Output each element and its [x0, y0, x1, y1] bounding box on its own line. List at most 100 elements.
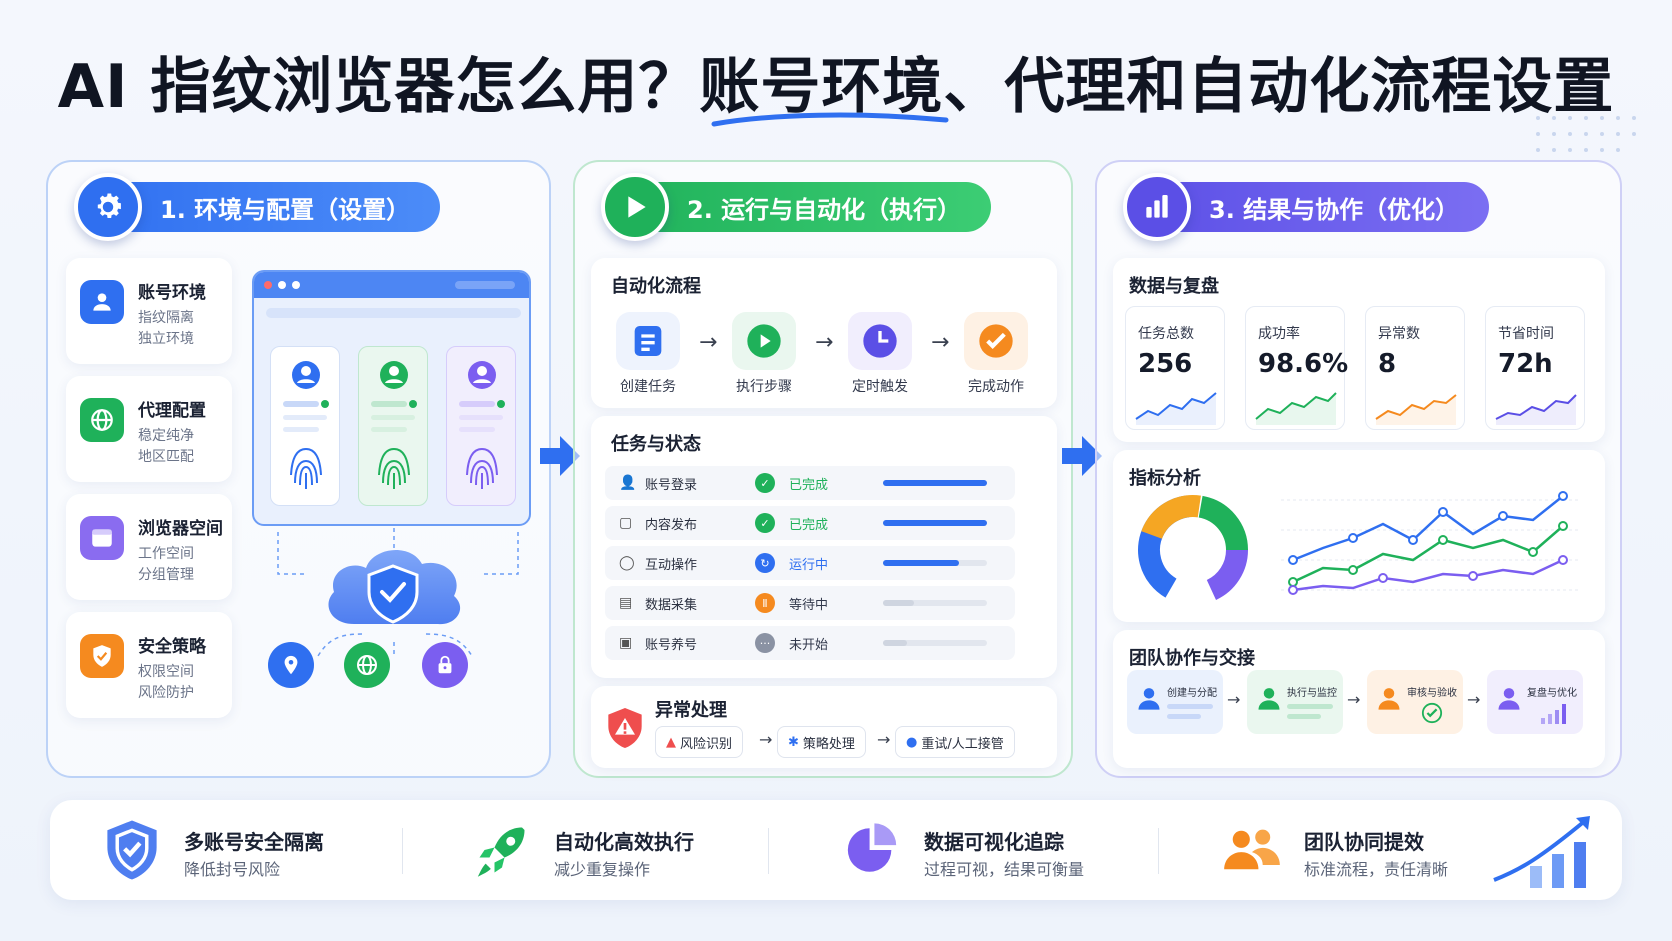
task-row[interactable]: ◯ 互动操作 ↻ 运行中 — [605, 546, 1015, 580]
exception-step-risk[interactable]: ▲ 风险识别 — [655, 726, 744, 758]
progress-bar — [883, 640, 987, 646]
team-card: 团队协作与交接 创建与分配 → 执行与监控 → 审核与验收 → 复盘与优化 — [1113, 630, 1605, 768]
team-step-assign[interactable]: 创建与分配 — [1127, 670, 1223, 734]
user-icon: 👤 — [619, 475, 637, 491]
feature-sub: 权限空间风险防护 — [138, 664, 194, 701]
panel-setup-header: 1. 环境与配置（设置） — [74, 173, 441, 241]
feature-sub: 指纹隔离独立环境 — [138, 310, 194, 347]
review-title: 数据与复盘 — [1129, 276, 1219, 297]
warning-icon: ▲ — [666, 734, 676, 750]
analysis-title: 指标分析 — [1129, 468, 1201, 489]
arrow-right-icon: → — [1227, 690, 1241, 709]
title-underline — [711, 112, 949, 127]
arrow-right-icon: → — [1347, 690, 1361, 709]
gear-icon: ✱ — [788, 734, 799, 750]
stat-exceptions: 异常数 8 — [1365, 306, 1465, 430]
globe-icon — [80, 398, 124, 442]
automation-flow-title: 自动化流程 — [611, 276, 701, 297]
browser-window-icon — [80, 516, 124, 560]
progress-fill — [883, 640, 907, 646]
task-row[interactable]: ▤ 数据采集 Ⅱ 等待中 — [605, 586, 1015, 620]
arrow-right-icon: → — [1467, 690, 1481, 709]
clipboard-icon: ▤ — [619, 595, 633, 611]
analysis-card: 指标分析 — [1113, 450, 1605, 622]
play-icon — [601, 173, 669, 241]
interaction-icon: ◯ — [619, 555, 635, 571]
location-pin-icon — [268, 642, 314, 688]
progress-fill — [883, 560, 959, 566]
progress-fill — [883, 520, 987, 526]
play-icon — [732, 312, 796, 370]
profile-card-purple — [446, 346, 516, 506]
divider — [768, 828, 769, 874]
exception-step-retry[interactable]: ● 重试/人工接管 — [895, 726, 1015, 758]
user-icon — [1378, 688, 1400, 710]
task-row[interactable]: 👤 账号登录 ✓ 已完成 — [605, 466, 1015, 500]
sparkline-green — [1255, 392, 1337, 425]
rocket-icon — [470, 818, 534, 882]
panel-setup-title: 1. 环境与配置（设置） — [160, 195, 411, 224]
arrow-right-icon: → — [877, 730, 891, 749]
browser-mockup — [252, 270, 531, 526]
automation-flow-card: 自动化流程 创建任务 → 执行步骤 → 定时触发 → 完成动作 — [591, 258, 1057, 408]
progress-bar — [883, 560, 987, 566]
shield-icon — [80, 634, 124, 678]
task-row[interactable]: ▣ 账号养号 ··· 未开始 — [605, 626, 1015, 660]
arrow-right-icon: → — [815, 330, 834, 355]
check-circle-icon: ✓ — [755, 473, 775, 493]
exception-step-strategy[interactable]: ✱ 策略处理 — [777, 726, 866, 758]
check-circle-icon: ✓ — [755, 513, 775, 533]
arrow-right-icon: → — [759, 730, 773, 749]
stat-total-tasks: 任务总数 256 — [1125, 306, 1225, 430]
feature-browser-space[interactable]: 浏览器空间 工作空间分组管理 — [66, 494, 232, 600]
arrow-right-icon: → — [931, 330, 950, 355]
growth-chart-icon — [1493, 816, 1590, 888]
check-circle-icon — [1421, 702, 1443, 724]
panel-execute: 2. 运行与自动化（执行） 自动化流程 创建任务 → 执行步骤 → 定时触发 → — [573, 160, 1073, 778]
dots-decoration — [1536, 116, 1636, 152]
panel-results: 3. 结果与协作（优化） 数据与复盘 任务总数 256 成功率 98.6% 异常… — [1095, 160, 1622, 778]
divider — [1158, 828, 1159, 874]
feature-account-env[interactable]: 账号环境 指纹隔离独立环境 — [66, 258, 232, 364]
team-step-optimize[interactable]: 复盘与优化 — [1487, 670, 1583, 734]
exception-title: 异常处理 — [655, 700, 727, 721]
feature-proxy[interactable]: 代理配置 稳定纯净地区匹配 — [66, 376, 232, 482]
flow-step-complete[interactable]: 完成动作 — [951, 312, 1041, 396]
flow-step-schedule[interactable]: 定时触发 — [835, 312, 925, 396]
team-step-monitor[interactable]: 执行与监控 — [1247, 670, 1343, 734]
bar-chart-icon — [1541, 704, 1566, 724]
team-step-review[interactable]: 审核与验收 — [1367, 670, 1463, 734]
feature-sub: 稳定纯净地区匹配 — [138, 428, 194, 465]
task-row[interactable]: ▢ 内容发布 ✓ 已完成 — [605, 506, 1015, 540]
profile-card-green — [358, 346, 428, 506]
feature-title: 代理配置 — [138, 401, 206, 421]
feature-security[interactable]: 安全策略 权限空间风险防护 — [66, 612, 232, 718]
pause-icon: Ⅱ — [755, 593, 775, 613]
globe-icon — [344, 642, 390, 688]
shield-check-icon — [100, 818, 164, 882]
arrow-right-icon: → — [699, 330, 718, 355]
bar-chart-icon — [1123, 173, 1191, 241]
sparkline-orange — [1375, 394, 1457, 425]
flow-step-execute[interactable]: 执行步骤 — [719, 312, 809, 396]
exception-card: 异常处理 ▲ 风险识别 → ✱ 策略处理 → ● 重试/人工接管 — [591, 686, 1057, 768]
line-chart — [1281, 491, 1581, 595]
flow-arrow-1-icon — [540, 436, 580, 476]
connector-lines — [277, 528, 519, 657]
progress-bar — [883, 520, 987, 526]
warning-shield-icon — [608, 708, 642, 748]
panel-execute-header: 2. 运行与自动化（执行） — [601, 173, 992, 241]
document-icon: ▢ — [619, 515, 633, 531]
team-title: 团队协作与交接 — [1129, 648, 1255, 669]
progress-fill — [883, 480, 987, 486]
flow-step-create[interactable]: 创建任务 — [603, 312, 693, 396]
stat-success-rate: 成功率 98.6% — [1245, 306, 1348, 430]
divider — [402, 828, 403, 874]
user-icon — [1138, 688, 1160, 710]
sparkline-blue — [1135, 392, 1217, 425]
gear-icon — [74, 173, 142, 241]
check-icon — [964, 312, 1028, 370]
task-status-card: 任务与状态 👤 账号登录 ✓ 已完成 ▢ 内容发布 ✓ 已完成 ◯ 互动操作 ↻… — [591, 416, 1057, 678]
progress-bar — [883, 600, 987, 606]
running-icon: ↻ — [755, 553, 775, 573]
